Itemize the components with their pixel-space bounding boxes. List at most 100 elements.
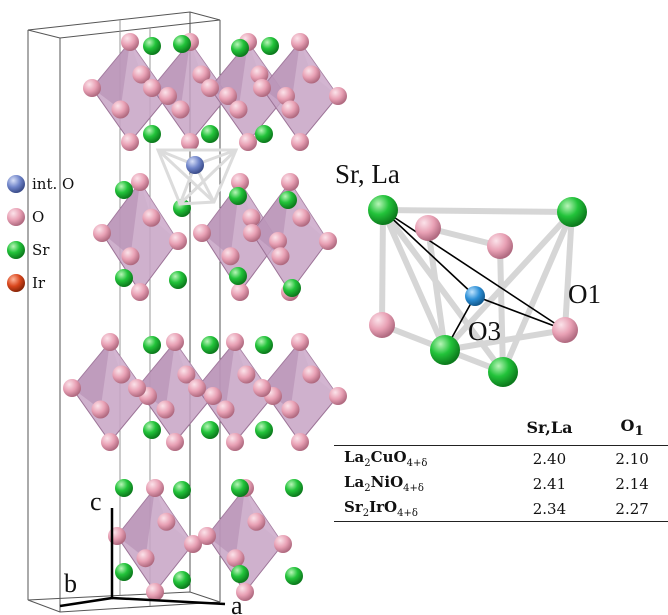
oxygen-atom: [226, 433, 244, 451]
octahedron-face: [102, 182, 140, 257]
strontium-atom: [201, 336, 219, 354]
oxygen-atom: [101, 333, 119, 351]
oxygen-atom: [281, 400, 300, 419]
table-header-sr-la: Sr,La: [526, 418, 573, 438]
oxygen-atom: [111, 100, 130, 119]
strontium-atom: [201, 421, 219, 439]
strontium-atom: [169, 271, 187, 289]
strontium-atom: [279, 191, 297, 209]
oxygen-atom: [143, 79, 161, 97]
oxygen-atom: [329, 87, 347, 105]
oxygen-atom: [237, 365, 256, 384]
strontium-atom: [143, 421, 161, 439]
strontium-atom: [231, 565, 249, 583]
strontium-atom: [255, 421, 273, 439]
oxygen-atom: [281, 100, 300, 119]
strontium-atom: [283, 279, 301, 297]
oxygen-atom: [131, 283, 149, 301]
oxygen-atom: [253, 79, 271, 97]
oxygen-atom: [253, 379, 271, 397]
interstitial-oxygen-swatch: [7, 175, 25, 193]
oxygen-atom: [93, 224, 111, 242]
inset-sr-atom-4: [488, 357, 518, 387]
oxygen-atom: [91, 400, 110, 419]
oxygen-atom: [166, 333, 184, 351]
oxygen-atom: [128, 379, 146, 397]
strontium-atom: [201, 125, 219, 143]
oxygen-atom: [184, 535, 202, 553]
table-header-row: Sr,La O1: [334, 414, 668, 446]
inset-oxygen-front-1: [369, 312, 395, 338]
strontium-atom: [173, 481, 191, 499]
oxygen-atom: [291, 133, 309, 151]
inset-black-bonds: [382, 209, 566, 351]
oxygen-atom: [291, 333, 309, 351]
o1-distance-cell: 2.10: [615, 449, 649, 468]
strontium-atom: [143, 37, 161, 55]
inset-sr-atom-2: [557, 197, 587, 227]
octahedron-face: [207, 488, 245, 559]
oxygen-atom: [291, 33, 309, 51]
sr-la-distance-cell: 2.41: [532, 474, 567, 493]
oxygen-atom: [302, 65, 321, 84]
oxygen-atom: [146, 479, 164, 497]
strontium-atom: [115, 479, 133, 497]
oxygen-atom: [192, 65, 211, 84]
inset-sr-atom-1: [368, 195, 398, 225]
bond-length-table: Sr,La O1 La2CuO4+δ 2.40 2.10 La2NiO4+δ 2…: [334, 414, 668, 522]
octahedron-face: [92, 42, 130, 110]
table-row: La2CuO4+δ 2.40 2.10: [334, 446, 668, 472]
octahedron-face: [155, 488, 193, 544]
octahedron-face: [300, 42, 338, 96]
oxygen-atom: [329, 387, 347, 405]
oxygen-atom: [216, 400, 235, 419]
oxygen-atom: [229, 100, 248, 119]
octahedron-face: [245, 488, 283, 544]
strontium-atom: [143, 336, 161, 354]
o1-distance-cell: 2.14: [615, 474, 649, 493]
oxygen-atom: [242, 208, 261, 227]
interstitial-site-inset: Sr, La O1 O3: [335, 159, 601, 387]
inset-o1-label: O1: [568, 279, 601, 309]
oxygen-atom: [188, 379, 206, 397]
o1-distance-cell: 2.27: [615, 499, 649, 518]
oxygen-atom: [63, 379, 81, 397]
strontium-atom: [173, 35, 191, 53]
legend-item-oxygen: O: [7, 208, 44, 226]
compound-cell: La2NiO4+δ: [344, 473, 424, 495]
axis-a-label: a: [231, 591, 243, 615]
oxygen-atom: [156, 400, 175, 419]
oxygen-atom: [121, 247, 140, 266]
legend-item-iridium: Ir: [7, 274, 46, 292]
oxygen-atom: [121, 33, 139, 51]
oxygen-atom: [121, 133, 139, 151]
strontium-atom: [261, 37, 279, 55]
legend: int. O O Sr Ir: [7, 175, 74, 292]
oxygen-atom: [231, 173, 249, 191]
oxygen-atom: [83, 79, 101, 97]
oxygen-atom: [281, 173, 299, 191]
octahedron-face: [290, 182, 328, 241]
legend-label-ir: Ir: [32, 274, 46, 292]
oxygen-atom: [231, 283, 249, 301]
oxygen-atom: [169, 232, 187, 250]
oxygen-atom: [166, 433, 184, 451]
oxygen-atom: [142, 208, 161, 227]
inset-o1-atom: [552, 317, 578, 343]
strontium-atom: [229, 187, 247, 205]
oxygen-atom: [274, 535, 292, 553]
atoms: [63, 33, 347, 601]
octahedron-face: [300, 342, 338, 396]
oxygen-atom: [219, 87, 237, 105]
oxygen-atom: [250, 65, 269, 84]
table-row: Sr2IrO4+δ 2.34 2.27: [334, 496, 668, 522]
sr-la-distance-cell: 2.34: [532, 499, 567, 518]
strontium-atom: [231, 39, 249, 57]
legend-label-sr: Sr: [32, 241, 50, 259]
oxygen-atom: [136, 549, 155, 568]
strontium-atom: [115, 269, 133, 287]
compound-cell: La2CuO4+δ: [344, 448, 428, 470]
octahedron-face: [140, 182, 178, 241]
table-row: La2NiO4+δ 2.41 2.14: [334, 471, 668, 496]
